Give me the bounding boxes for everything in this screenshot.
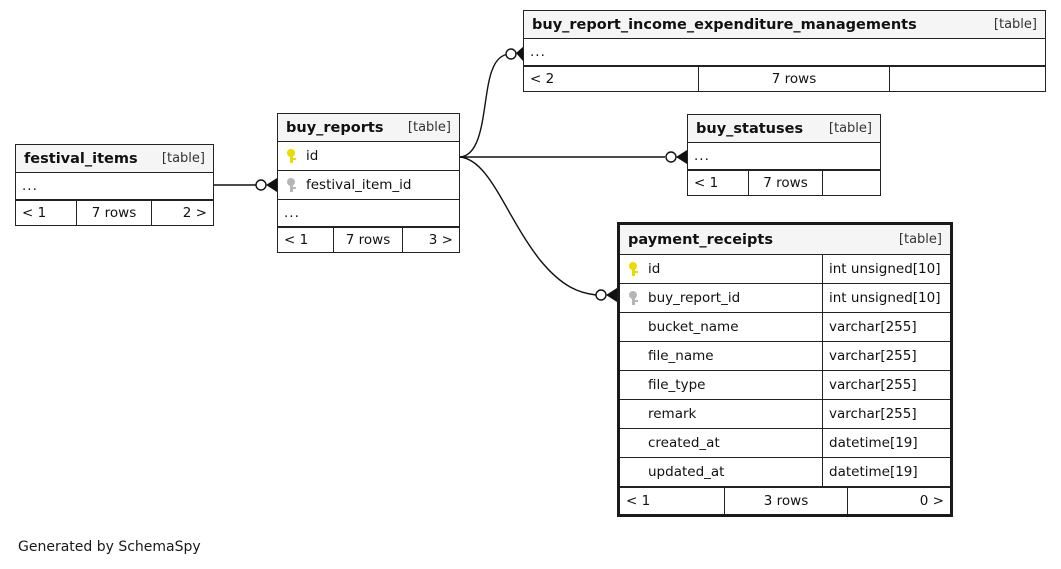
table-footer: < 1 3 rows 0 > — [620, 487, 950, 514]
primary-key-icon — [627, 261, 641, 277]
column-type: int unsigned[10] — [822, 255, 950, 283]
column-type: datetime[19] — [822, 429, 950, 457]
column-row[interactable]: id int unsigned[10] — [620, 255, 950, 284]
column-name: updated_at — [648, 464, 725, 480]
table-header: buy_reports [table] — [278, 114, 459, 142]
column-name-cell: file_name — [620, 348, 822, 364]
footer-parents-count: < 1 — [626, 493, 651, 509]
footer-parents-count: < 1 — [284, 232, 309, 248]
column-name-cell: id — [278, 148, 459, 164]
column-name: id — [648, 261, 661, 277]
collapsed-columns-indicator[interactable]: ... — [688, 143, 880, 170]
table-tag: [table] — [993, 17, 1037, 32]
footer-row-count: 7 rows — [333, 228, 403, 252]
column-type: varchar[255] — [822, 371, 950, 399]
table-header: payment_receipts [table] — [620, 225, 950, 255]
table-name: festival_items — [24, 150, 138, 167]
column-name-cell: buy_report_id — [620, 290, 822, 306]
table-footer: < 1 7 rows — [688, 170, 880, 195]
column-row[interactable]: remark varchar[255] — [620, 400, 950, 429]
column-type: varchar[255] — [822, 313, 950, 341]
table-name: buy_statuses — [696, 120, 804, 137]
primary-key-icon — [285, 148, 299, 164]
column-name-cell: bucket_name — [620, 319, 822, 335]
table-name: buy_report_income_expenditure_management… — [532, 16, 917, 33]
column-row[interactable]: created_at datetime[19] — [620, 429, 950, 458]
footer-parents-count: < 2 — [530, 71, 555, 87]
edge-buy-reports-payment-receipts — [459, 156, 617, 302]
column-name-cell: file_type — [620, 377, 822, 393]
table-header: buy_statuses [table] — [688, 115, 880, 143]
table-header: festival_items [table] — [16, 145, 213, 173]
table-payment-receipts[interactable]: payment_receipts [table] id int unsigned… — [617, 222, 953, 517]
column-type: datetime[19] — [822, 458, 950, 486]
column-row[interactable]: buy_report_id int unsigned[10] — [620, 284, 950, 313]
table-tag: [table] — [828, 121, 872, 136]
column-name-cell: updated_at — [620, 464, 822, 480]
foreign-key-icon — [285, 177, 299, 193]
table-footer: < 1 7 rows 3 > — [278, 227, 459, 252]
table-buy-report-income-expenditure-managements[interactable]: buy_report_income_expenditure_management… — [523, 10, 1046, 92]
column-name: festival_item_id — [306, 177, 412, 193]
footer-row-count: 3 rows — [724, 488, 848, 514]
column-name: file_name — [648, 348, 714, 364]
footer-parents-count: < 1 — [22, 205, 47, 221]
table-festival-items[interactable]: festival_items [table] ... < 1 7 rows 2 … — [15, 144, 214, 226]
edge-buy-reports-income-expenditure — [459, 46, 524, 158]
column-type: int unsigned[10] — [822, 284, 950, 312]
generated-by-note: Generated by SchemaSpy — [18, 539, 201, 555]
table-tag: [table] — [898, 232, 942, 247]
table-tag: [table] — [407, 120, 451, 135]
footer-row-count: 7 rows — [748, 171, 823, 195]
column-row[interactable]: updated_at datetime[19] — [620, 458, 950, 487]
column-row[interactable]: file_type varchar[255] — [620, 371, 950, 400]
table-tag: [table] — [161, 151, 205, 166]
footer-children-count: 0 > — [919, 493, 944, 509]
footer-row-count: 7 rows — [698, 67, 890, 91]
table-buy-reports[interactable]: buy_reports [table] id festival_item_id … — [277, 113, 460, 253]
foreign-key-icon — [627, 290, 641, 306]
footer-parents-count: < 1 — [694, 175, 719, 191]
column-type: varchar[255] — [822, 342, 950, 370]
footer-row-count: 7 rows — [76, 201, 152, 225]
column-name: id — [306, 148, 319, 164]
column-name-cell: id — [620, 261, 822, 277]
column-row[interactable]: id — [278, 142, 459, 171]
collapsed-columns-indicator[interactable]: ... — [524, 39, 1045, 66]
edge-buy-reports-buy-statuses — [460, 150, 687, 164]
column-name: remark — [648, 406, 697, 422]
collapsed-columns-indicator[interactable]: ... — [278, 200, 459, 227]
table-footer: < 2 7 rows — [524, 66, 1045, 91]
footer-children-count — [823, 171, 880, 195]
column-type: varchar[255] — [822, 400, 950, 428]
table-name: payment_receipts — [628, 231, 773, 248]
column-name: bucket_name — [648, 319, 739, 335]
footer-children-count: 2 > — [182, 205, 207, 221]
column-row[interactable]: file_name varchar[255] — [620, 342, 950, 371]
collapsed-columns-indicator[interactable]: ... — [16, 173, 213, 200]
table-buy-statuses[interactable]: buy_statuses [table] ... < 1 7 rows — [687, 114, 881, 196]
column-row[interactable]: festival_item_id — [278, 171, 459, 200]
column-name: created_at — [648, 435, 720, 451]
table-footer: < 1 7 rows 2 > — [16, 200, 213, 225]
column-name-cell: remark — [620, 406, 822, 422]
table-header: buy_report_income_expenditure_management… — [524, 11, 1045, 39]
column-name: file_type — [648, 377, 706, 393]
footer-children-count: 3 > — [428, 232, 453, 248]
column-row[interactable]: bucket_name varchar[255] — [620, 313, 950, 342]
table-name: buy_reports — [286, 119, 384, 136]
column-name-cell: created_at — [620, 435, 822, 451]
column-name: buy_report_id — [648, 290, 741, 306]
column-name-cell: festival_item_id — [278, 177, 459, 193]
footer-children-count — [890, 67, 1045, 91]
edge-festival-items-buy-reports — [214, 178, 277, 192]
